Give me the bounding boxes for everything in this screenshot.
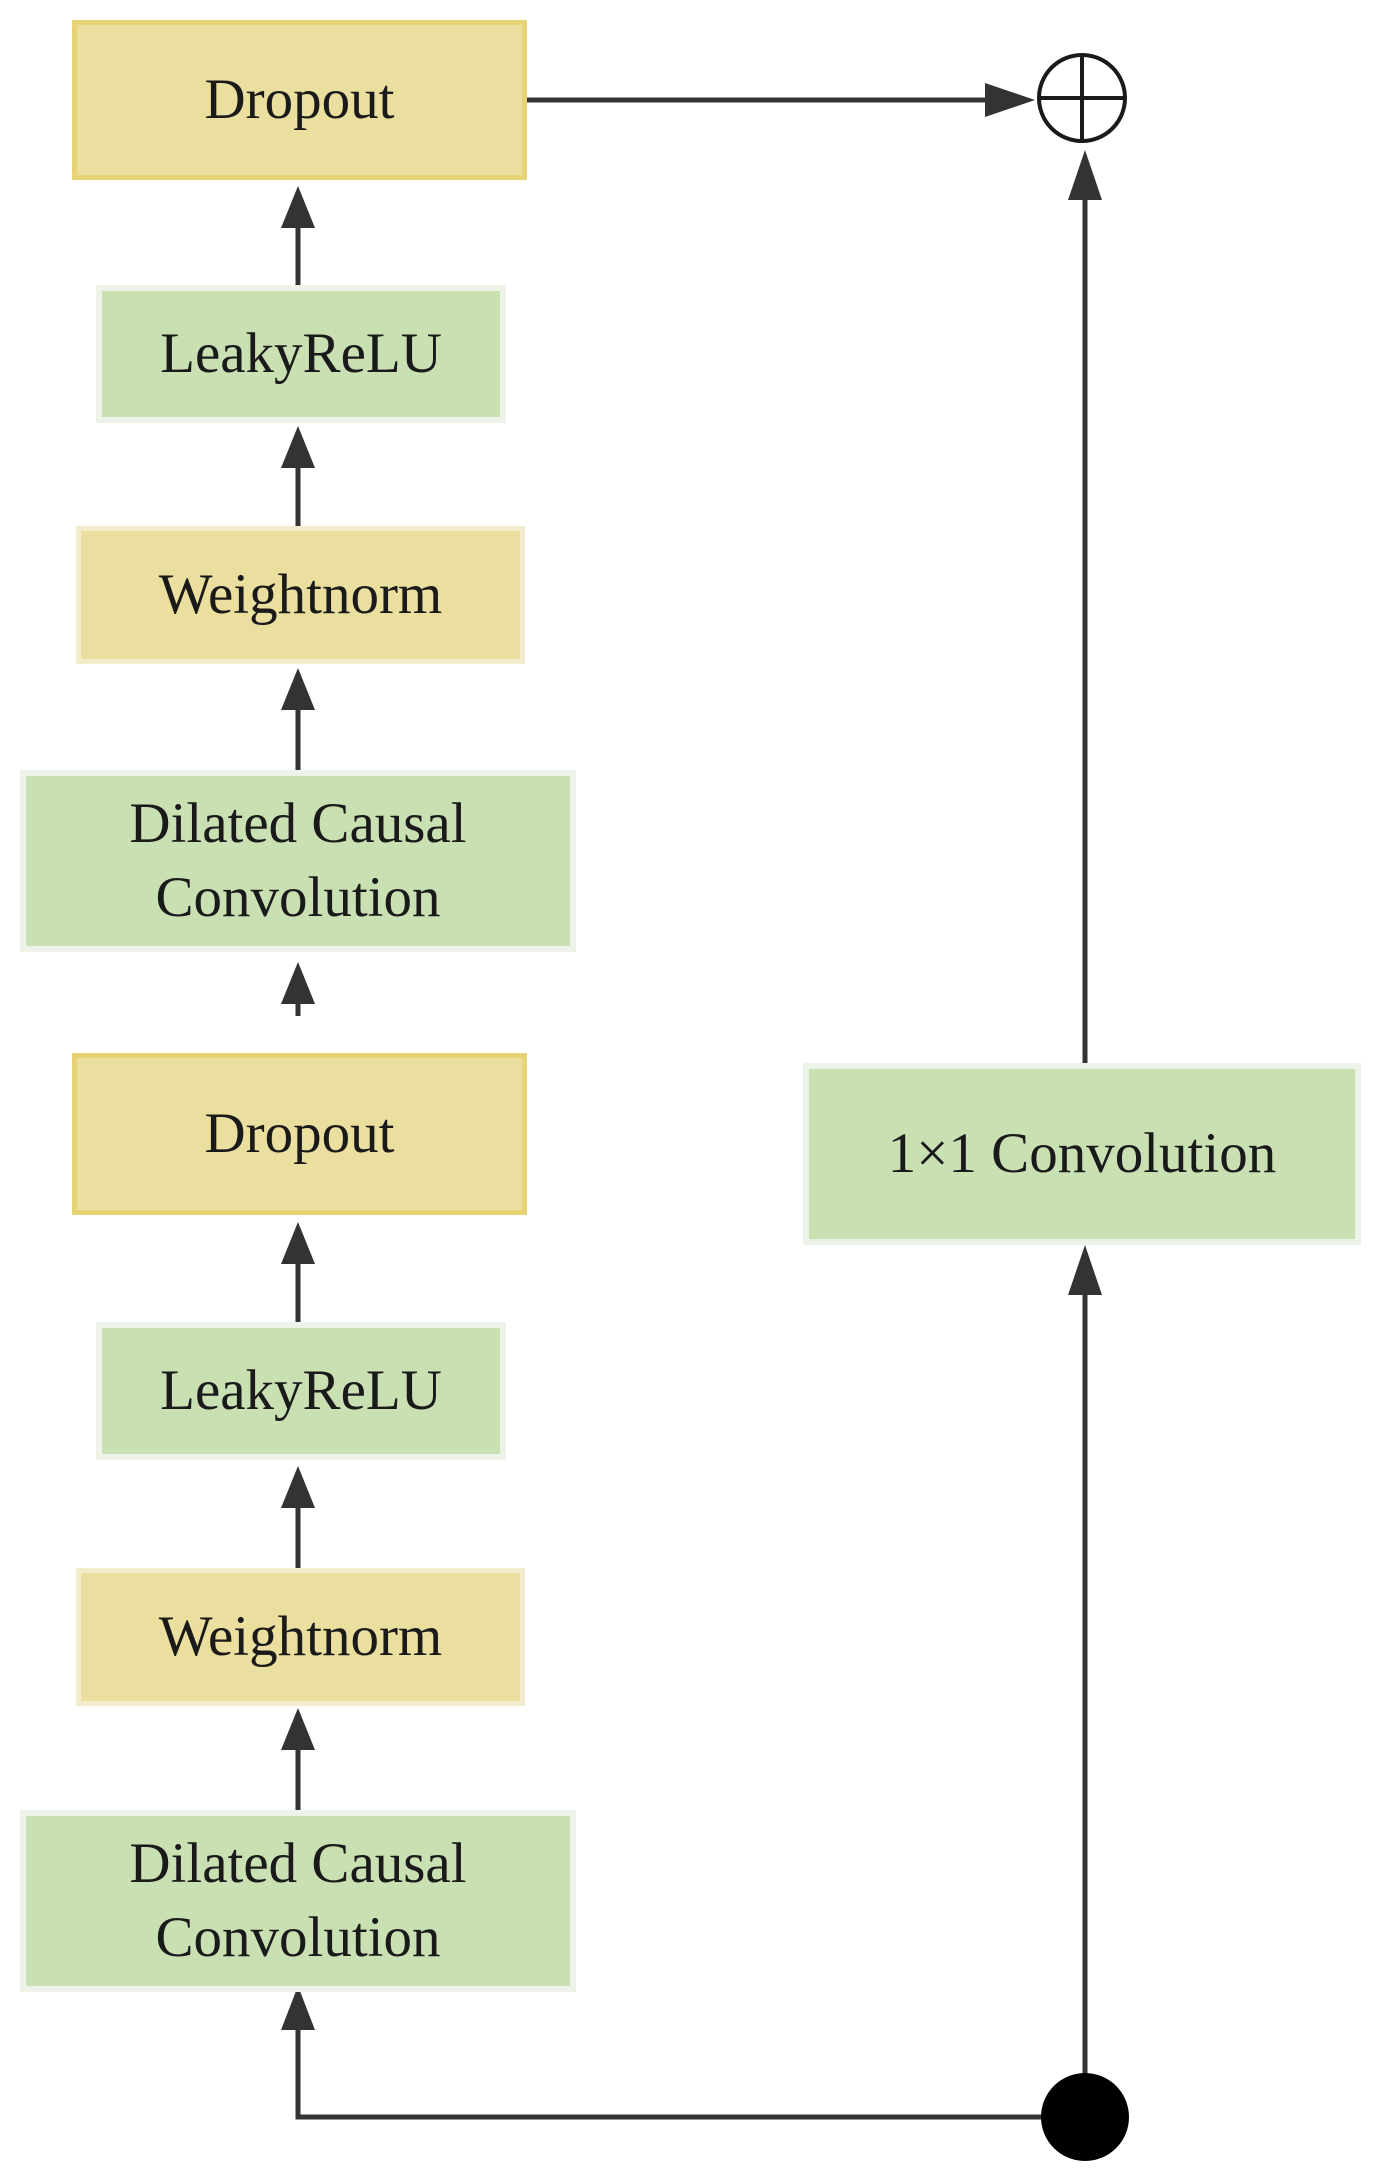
dropout-top-box: Dropout — [72, 20, 527, 180]
conv1x1-box: 1×1 Convolution — [803, 1063, 1361, 1245]
arrowhead-dilated-top — [281, 962, 315, 1004]
arrowhead-dropout-bottom — [281, 1222, 315, 1264]
dropout-bottom-box: Dropout — [72, 1053, 527, 1215]
weightnorm-top-label: Weightnorm — [158, 563, 443, 626]
leakyrelu-top-box: LeakyReLU — [96, 285, 506, 423]
arrowhead-dilated-bottom — [281, 1986, 315, 2030]
arrowhead-leakyrelu-top — [281, 426, 315, 468]
arrowhead-conv1x1 — [1068, 1245, 1102, 1295]
arrowhead-leakyrelu-bottom — [281, 1466, 315, 1508]
arrowhead-dropout-top — [281, 186, 315, 228]
weightnorm-top-box: Weightnorm — [76, 526, 525, 664]
arrowhead-weightnorm-bottom — [281, 1708, 315, 1750]
leakyrelu-top-label: LeakyReLU — [160, 322, 442, 385]
weightnorm-bottom-box: Weightnorm — [76, 1568, 525, 1706]
dilated-causal-conv-top-label: Dilated Causal Convolution — [129, 792, 467, 929]
conv1x1-label: 1×1 Convolution — [887, 1122, 1277, 1185]
arrowhead-weightnorm-top — [281, 668, 315, 710]
dilated-causal-conv-bottom-box: Dilated Causal Convolution — [20, 1810, 576, 1992]
arrowhead-sum-bottom — [1068, 150, 1102, 200]
weightnorm-bottom-label: Weightnorm — [158, 1605, 443, 1668]
sum-node — [1037, 53, 1127, 143]
dilated-causal-conv-top-box: Dilated Causal Convolution — [20, 770, 576, 952]
arrowhead-sum-left — [985, 83, 1035, 117]
dilated-causal-conv-bottom-label: Dilated Causal Convolution — [129, 1832, 467, 1969]
edge-input-to-dilated-bottom — [295, 2020, 1045, 2120]
leakyrelu-bottom-label: LeakyReLU — [160, 1359, 442, 1422]
input-node — [1041, 2073, 1129, 2161]
dropout-bottom-label: Dropout — [204, 1102, 395, 1165]
leakyrelu-bottom-box: LeakyReLU — [96, 1322, 506, 1460]
dropout-top-label: Dropout — [204, 68, 395, 131]
